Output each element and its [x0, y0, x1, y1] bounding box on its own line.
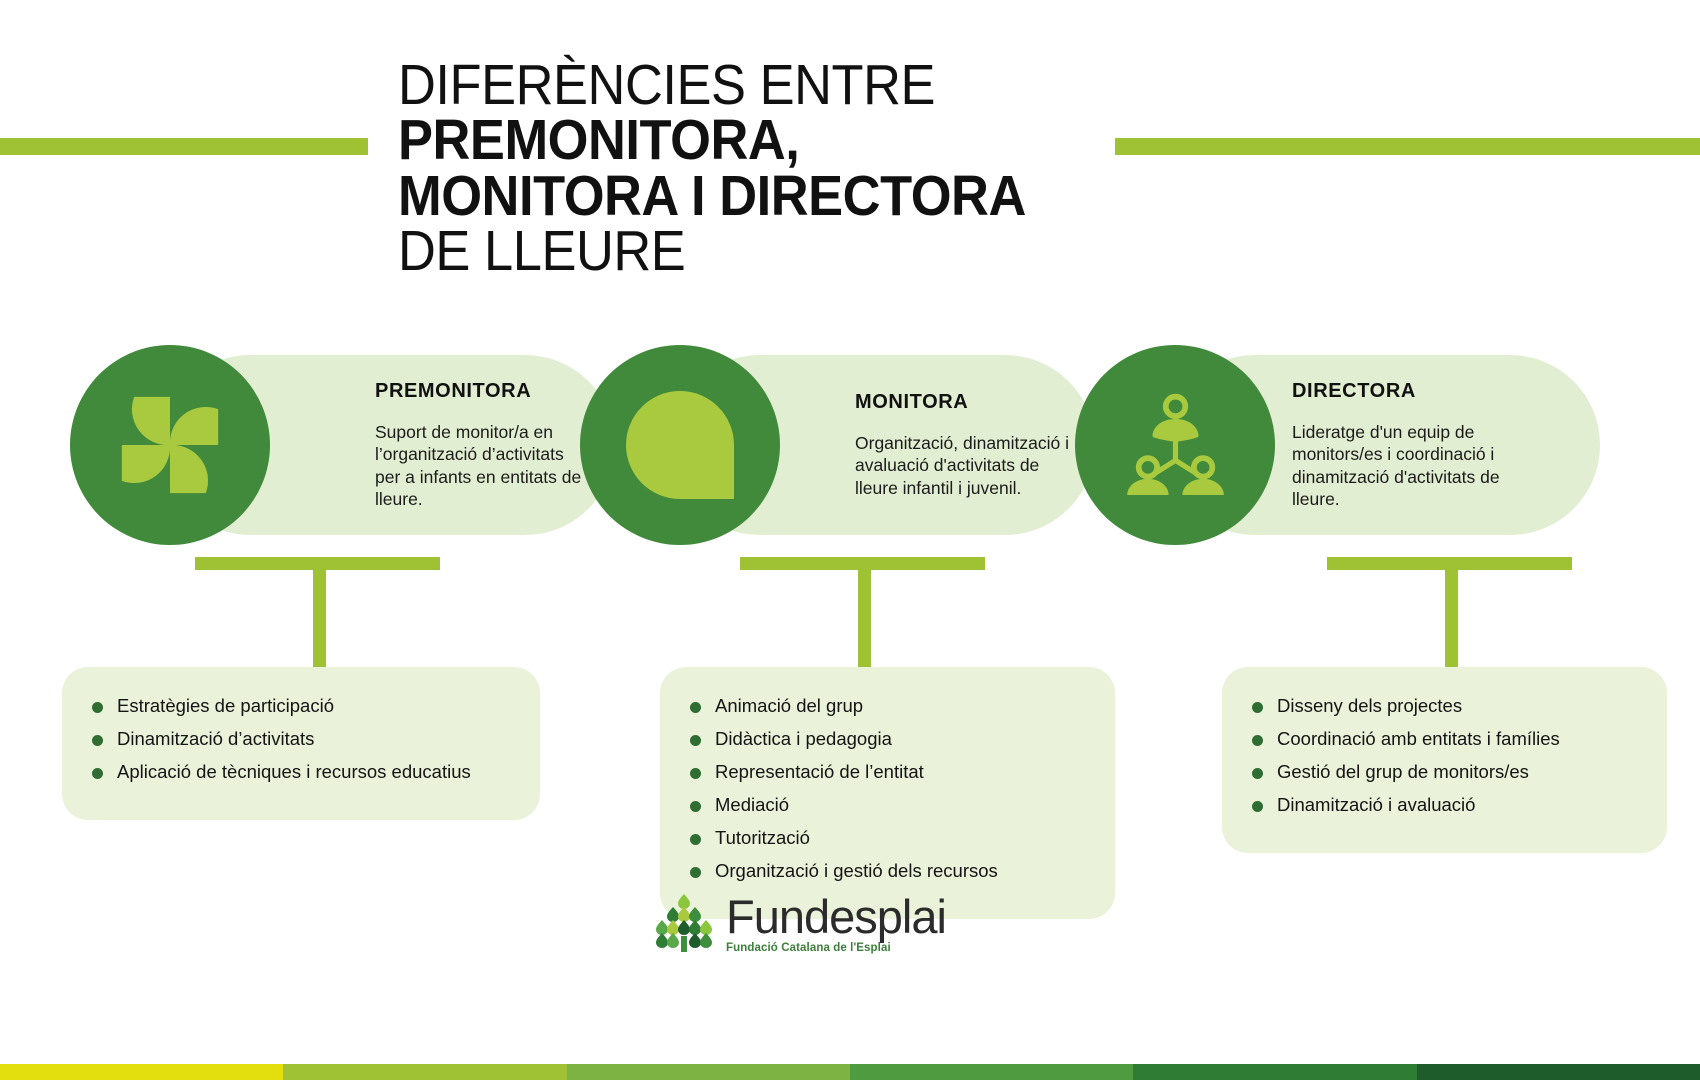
fundesplai-logo: Fundesplai Fundació Catalana de l'Esplai [650, 888, 1050, 958]
stripe-segment-6 [1416, 1064, 1700, 1080]
list-item: Representació de l’entitat [660, 760, 1115, 793]
bullet-dot-icon [690, 702, 701, 713]
list-item-label: Dinamització i avaluació [1277, 794, 1476, 815]
card-description: Lideratge d'un equip de monitors/es i co… [1292, 422, 1500, 509]
card-title: MONITORA [855, 391, 969, 414]
list-item: Organització i gestió dels recursos [660, 859, 1115, 892]
connector-stem-1 [313, 557, 326, 667]
team-network-icon [1126, 393, 1224, 495]
list-item: Disseny dels projectes [1222, 694, 1667, 727]
bullet-dot-icon [1252, 768, 1263, 779]
list-item-label: Representació de l’entitat [715, 761, 924, 782]
bullet-dot-icon [1252, 702, 1263, 713]
decorative-rule-right [1115, 138, 1700, 155]
page-title: DIFERÈNCIES ENTRE PREMONITORA, MONITORA … [398, 53, 1158, 283]
list-item: Dinamització i avaluació [1222, 793, 1667, 826]
list-item: Gestió del grup de monitors/es [1222, 760, 1667, 793]
card-text-monitora: MONITORA Organització, dinamització i av… [855, 345, 1075, 545]
list-item-label: Animació del grup [715, 695, 864, 716]
stripe-segment-5 [1133, 1064, 1417, 1080]
list-item-label: Aplicació de tècniques i recursos educat… [117, 761, 471, 782]
logo-tagline: Fundació Catalana de l'Esplai [726, 941, 891, 954]
connector-stem-2 [858, 557, 871, 667]
tree-logo-icon [656, 894, 712, 952]
bullet-dot-icon [1252, 735, 1263, 746]
list-item-label: Dinamització d’activitats [117, 728, 315, 749]
list-item-label: Gestió del grup de monitors/es [1277, 761, 1529, 782]
bullet-dot-icon [92, 735, 103, 746]
stripe-segment-3 [566, 1064, 850, 1080]
list-item: Tutorització [660, 826, 1115, 859]
list-item: Mediació [660, 793, 1115, 826]
stripe-segment-1 [0, 1064, 284, 1080]
bullet-dot-icon [690, 834, 701, 845]
card-text-directora: DIRECTORA Lideratge d'un equip de monito… [1292, 345, 1512, 545]
bullet-dot-icon [1252, 801, 1263, 812]
card-description: Suport de monitor/a en l’organització d’… [375, 422, 582, 509]
card-title: DIRECTORA [1292, 380, 1416, 403]
logo-wordmark: Fundesplai [726, 889, 947, 943]
list-item-label: Estratègies de participació [117, 695, 334, 716]
bullet-dot-icon [690, 735, 701, 746]
list-item-label: Tutorització [715, 827, 810, 848]
bullet-dot-icon [690, 768, 701, 779]
bullet-dot-icon [690, 867, 701, 878]
title-line-2: PREMONITORA, [398, 108, 800, 173]
list-item: Estratègies de participació [62, 694, 540, 727]
card-description: Organització, dinamització i avaluació d… [855, 433, 1069, 498]
card-icon-circle-directora [1075, 345, 1275, 545]
stripe-segment-2 [283, 1064, 567, 1080]
list-item: Didàctica i pedagogia [660, 727, 1115, 760]
bottom-color-stripe [0, 1064, 1700, 1080]
role-card-monitora [580, 345, 1110, 545]
card-title: PREMONITORA [375, 380, 532, 403]
list-item-label: Disseny dels projectes [1277, 695, 1463, 716]
list-item: Coordinació amb entitats i famílies [1222, 727, 1667, 760]
role-card-directora [1075, 345, 1605, 545]
list-item: Animació del grup [660, 694, 1115, 727]
card-icon-circle-monitora [580, 345, 780, 545]
list-item-label: Coordinació amb entitats i famílies [1277, 728, 1560, 749]
card-icon-circle-premonitora [70, 345, 270, 545]
bullet-dot-icon [690, 801, 701, 812]
bullet-dot-icon [92, 768, 103, 779]
role-card-premonitora: PREMONITORA Suport de monitor/a en l’org… [70, 345, 615, 545]
role-card-row: PREMONITORA Suport de monitor/a en l’org… [0, 345, 1700, 565]
title-line-4: DE LLEURE [398, 218, 686, 283]
list-item-label: Organització i gestió dels recursos [715, 860, 998, 881]
bullet-dot-icon [92, 702, 103, 713]
list-item: Dinamització d’activitats [62, 727, 540, 760]
list-item: Aplicació de tècniques i recursos educat… [62, 760, 540, 793]
stripe-segment-4 [849, 1064, 1134, 1080]
list-item-label: Didàctica i pedagogia [715, 728, 892, 749]
card-text-premonitora: PREMONITORA Suport de monitor/a en l’org… [375, 345, 585, 545]
list-item-label: Mediació [715, 794, 790, 815]
connector-stem-3 [1445, 557, 1458, 667]
decorative-rule-left [0, 138, 368, 155]
title-line-3: MONITORA I DIRECTORA [398, 163, 1026, 228]
pinwheel-icon [121, 396, 219, 494]
droplet-icon [626, 391, 734, 499]
title-line-1: DIFERÈNCIES ENTRE [398, 53, 936, 117]
